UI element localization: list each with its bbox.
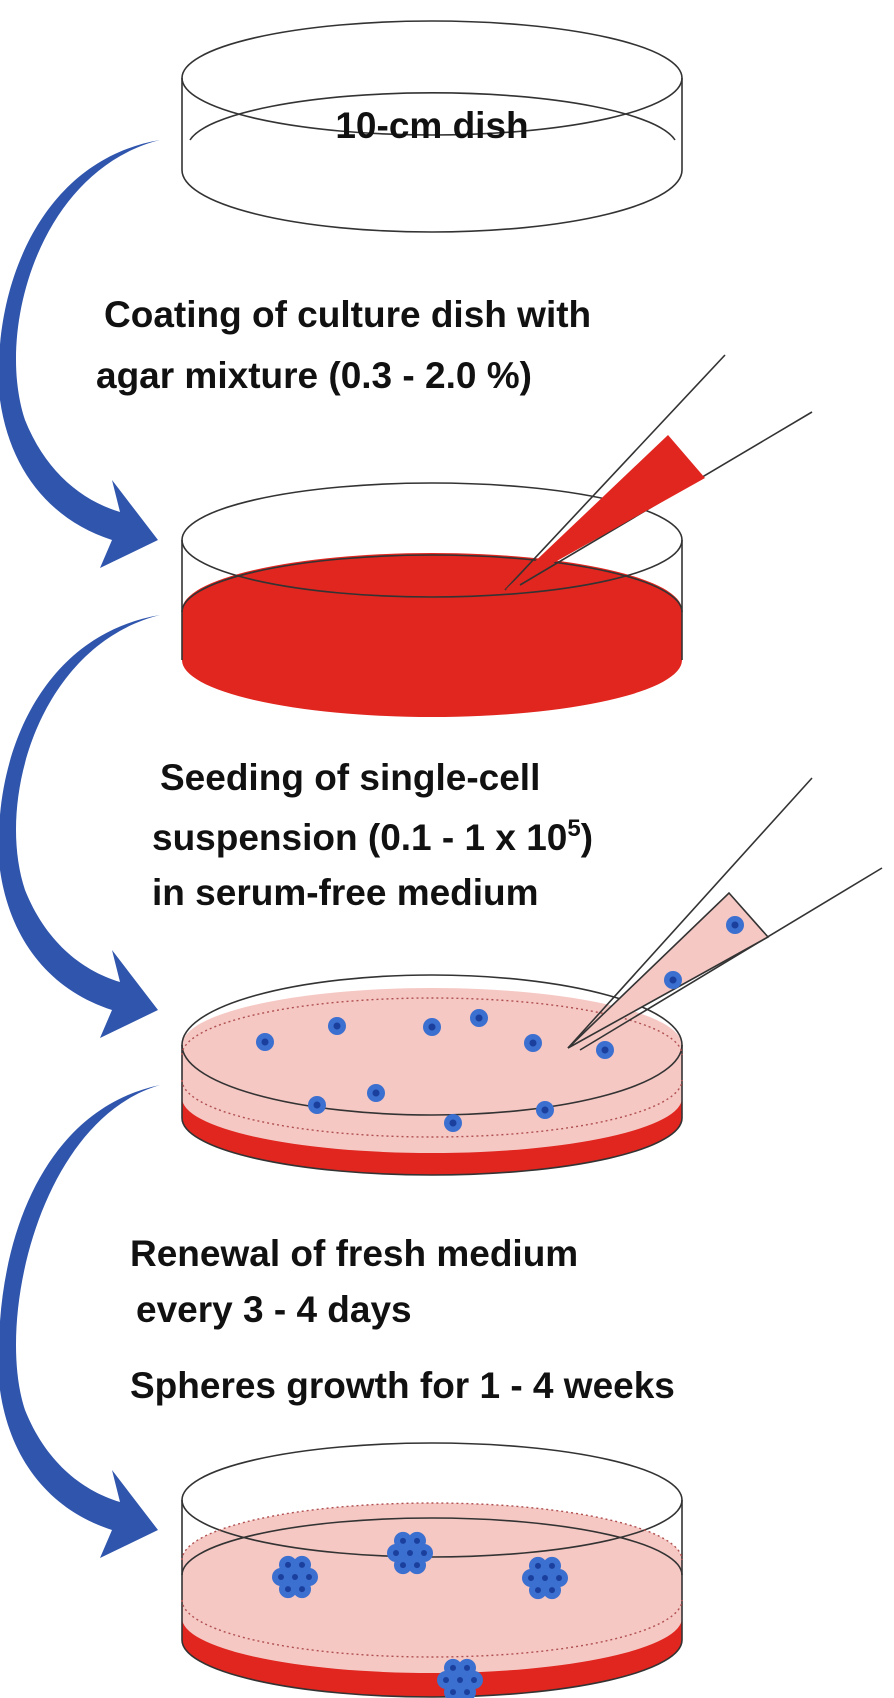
coating-step-line-1: Coating of culture dish with (104, 294, 591, 335)
cell-icon (367, 1084, 385, 1102)
cell-icon (328, 1017, 346, 1035)
curved-arrow-icon (0, 1085, 160, 1558)
cell-icon (596, 1041, 614, 1059)
cell-icon (536, 1101, 554, 1119)
cell-icon (256, 1033, 274, 1051)
seeding-count-text: suspension (0.1 - 1 x 10 (152, 817, 567, 858)
cell-icon (308, 1096, 326, 1114)
coating-step-line-2: agar mixture (0.3 - 2.0 %) (96, 355, 532, 396)
sphere-icon (437, 1658, 483, 1698)
pipette-icon (504, 354, 813, 591)
seeding-close-paren: ) (581, 817, 593, 858)
petri-dish-icon (181, 974, 683, 1176)
cell-icon (726, 916, 744, 934)
curved-arrow-icon (0, 140, 160, 568)
petri-dish-icon (181, 20, 683, 233)
cell-icon (524, 1034, 542, 1052)
seeding-step-line-3: in serum-free medium (152, 872, 539, 913)
petri-dish-icon (181, 1442, 683, 1698)
cell-icon (470, 1009, 488, 1027)
growth-step-line-1: Spheres growth for 1 - 4 weeks (130, 1365, 675, 1406)
cell-icon (423, 1018, 441, 1036)
dish-label: 10-cm dish (335, 105, 528, 146)
seeding-step-line-1: Seeding of single-cell (160, 757, 540, 798)
seeding-exponent: 5 (567, 815, 580, 842)
renewal-step-line-2: every 3 - 4 days (136, 1289, 412, 1330)
renewal-step-line-1: Renewal of fresh medium (130, 1233, 578, 1274)
curved-arrow-icon (0, 615, 160, 1038)
sphere-icon (272, 1555, 318, 1599)
sphere-icon (387, 1531, 433, 1575)
sphere-icon (522, 1556, 568, 1600)
cell-icon (664, 971, 682, 989)
petri-dish-icon (181, 482, 683, 717)
cell-icon (444, 1114, 462, 1132)
pipette-icon (567, 777, 883, 1051)
seeded-cells (256, 916, 744, 1132)
cell-spheres (272, 1531, 568, 1698)
seeding-step-line-2: suspension (0.1 - 1 x 105) (152, 815, 593, 858)
